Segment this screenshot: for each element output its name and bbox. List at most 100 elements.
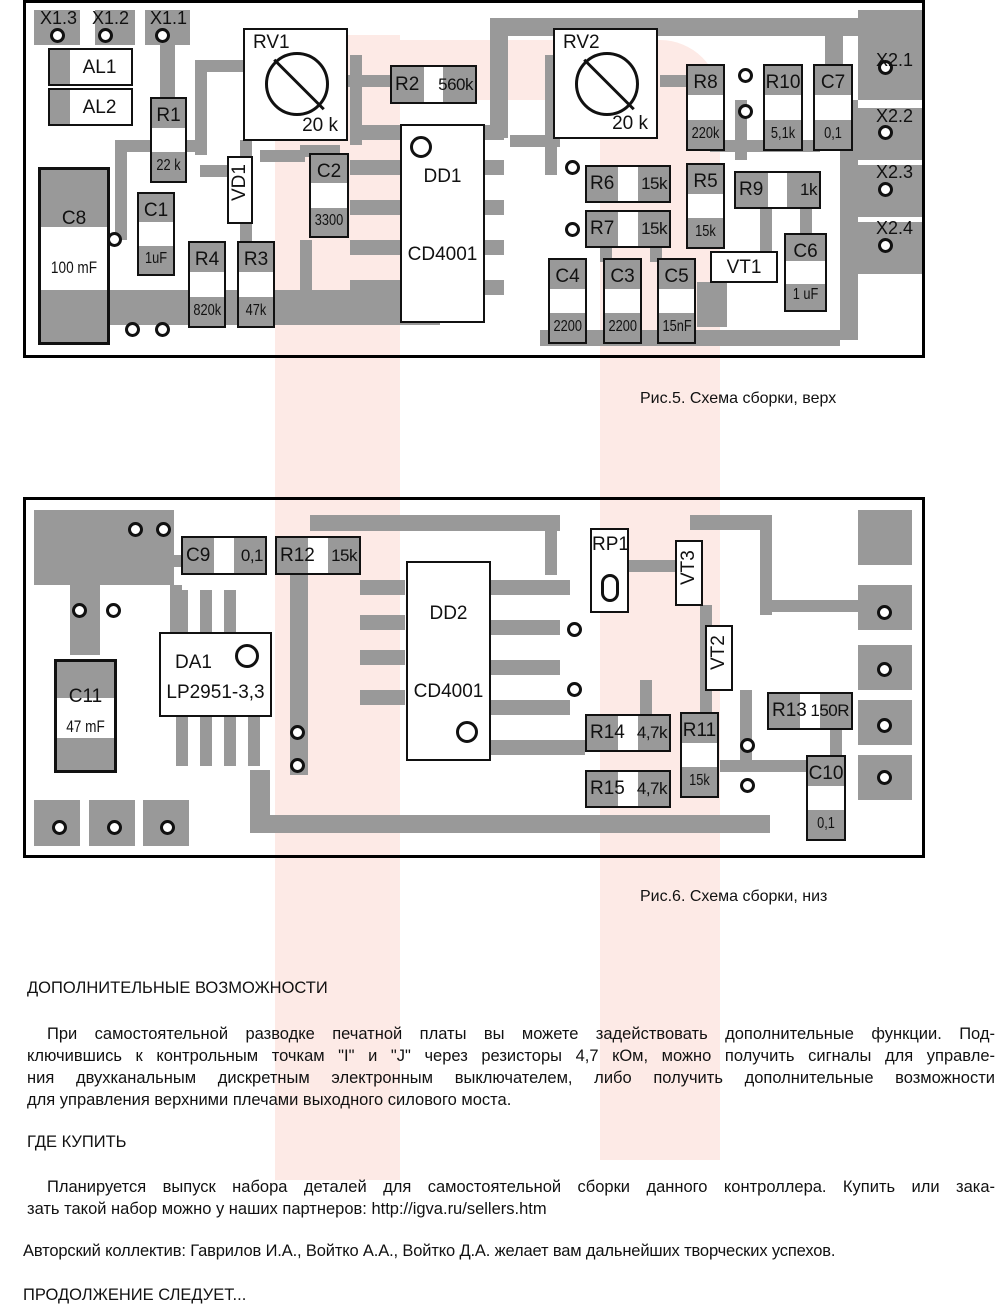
section-heading-buy: ГДЕ КУПИТЬ	[27, 1133, 127, 1151]
component-ref: VT1	[726, 257, 762, 278]
connector-label: X1.1	[150, 8, 188, 28]
component-value: 5,1k	[770, 125, 796, 142]
pin1-marker-icon	[235, 644, 259, 668]
solder-pad	[659, 260, 694, 289]
component-ref: R11	[682, 720, 717, 741]
copper-trace	[350, 280, 400, 295]
solder-pad	[50, 50, 71, 84]
via-hole	[290, 758, 305, 773]
solder-pad	[41, 170, 107, 227]
copper-trace	[360, 650, 405, 665]
copper-trace	[200, 716, 212, 766]
copper-trace	[484, 280, 504, 295]
solder-pad	[815, 119, 851, 149]
component-al2: AL2	[48, 88, 133, 126]
text-line: Планируется выпуск набора деталей для са…	[47, 1178, 995, 1196]
solder-pad	[587, 772, 619, 806]
copper-trace	[345, 75, 395, 87]
via-hole	[156, 522, 171, 537]
solder-pad	[605, 260, 640, 289]
solder-pad	[808, 810, 844, 839]
component-ref: R14	[590, 722, 625, 743]
component-rp1: RP1	[590, 528, 629, 613]
component-ref: C6	[793, 241, 818, 262]
component-ref: VT2	[708, 635, 729, 670]
copper-trace	[858, 10, 922, 100]
solder-pad	[637, 772, 669, 806]
component-value: 1 uF	[792, 286, 819, 303]
solder-pad	[587, 212, 619, 246]
copper-trace	[740, 690, 752, 770]
pin1-marker-icon	[456, 721, 478, 743]
copper-trace	[484, 200, 504, 215]
solder-pad	[392, 67, 424, 102]
copper-trace	[545, 515, 557, 575]
potentiometer-dial-icon	[265, 52, 329, 116]
component-ref: DD1	[423, 166, 462, 187]
via-hole	[878, 125, 893, 140]
via-hole	[878, 238, 893, 253]
text-line: для управления верхними плечами выходног…	[27, 1091, 512, 1109]
solder-pad	[311, 155, 347, 184]
via-hole	[128, 522, 143, 537]
component-ref: R5	[693, 171, 718, 192]
text-line: зать такой набор можно у наших партнеров…	[27, 1200, 547, 1218]
component-ref: C4	[555, 266, 580, 287]
via-hole	[155, 322, 170, 337]
component-ref: C9	[186, 544, 211, 566]
component-ref: RP1	[592, 534, 629, 555]
solder-pad	[239, 243, 273, 273]
solder-pad	[819, 694, 851, 728]
copper-trace	[176, 716, 188, 766]
figure-caption-bottom: Рис.6. Схема сборки, низ	[640, 888, 828, 905]
solder-pad	[765, 66, 801, 96]
component-al1: AL1	[48, 48, 133, 86]
solder-pad	[550, 260, 585, 289]
copper-trace	[800, 205, 812, 235]
solder-pad	[50, 90, 71, 124]
copper-trace	[350, 160, 400, 175]
component-vt3: VT3	[675, 540, 703, 606]
solder-pad	[787, 173, 819, 207]
solder-pad	[688, 119, 723, 149]
via-hole	[878, 182, 893, 197]
via-hole	[52, 820, 67, 835]
copper-trace	[690, 515, 770, 530]
paragraph-features: При самостоятельной разводке печатной пл…	[27, 1023, 995, 1111]
component-ref: R8	[693, 72, 718, 93]
copper-trace	[830, 730, 842, 760]
copper-trace	[840, 100, 858, 340]
solder-pad	[682, 714, 717, 743]
figure-caption-top: Рис.5. Схема сборки, верх	[640, 390, 837, 407]
to-be-continued: ПРОДОЛЖЕНИЕ СЛЕДУЕТ...	[23, 1286, 247, 1304]
via-hole	[740, 738, 755, 753]
via-hole	[567, 622, 582, 637]
component-ref: VD1	[229, 164, 250, 201]
component-ref: DD2	[429, 603, 468, 624]
component-value: 15k	[331, 545, 357, 565]
solder-pad	[637, 716, 669, 750]
text-line: При самостоятельной разводке печатной пл…	[47, 1025, 995, 1043]
component-ref: C7	[820, 72, 846, 93]
copper-trace	[697, 282, 727, 327]
solder-pad	[815, 66, 851, 96]
solder-pad	[190, 243, 224, 273]
component-ref: R12	[280, 544, 315, 566]
dial-slot-icon	[583, 58, 635, 111]
solder-pad	[769, 694, 801, 728]
copper-trace	[760, 515, 772, 615]
component-value: 47 mF	[66, 717, 105, 737]
component-value: 0,1	[817, 815, 835, 832]
via-hole	[565, 222, 580, 237]
component-value: 1uF	[144, 250, 168, 267]
